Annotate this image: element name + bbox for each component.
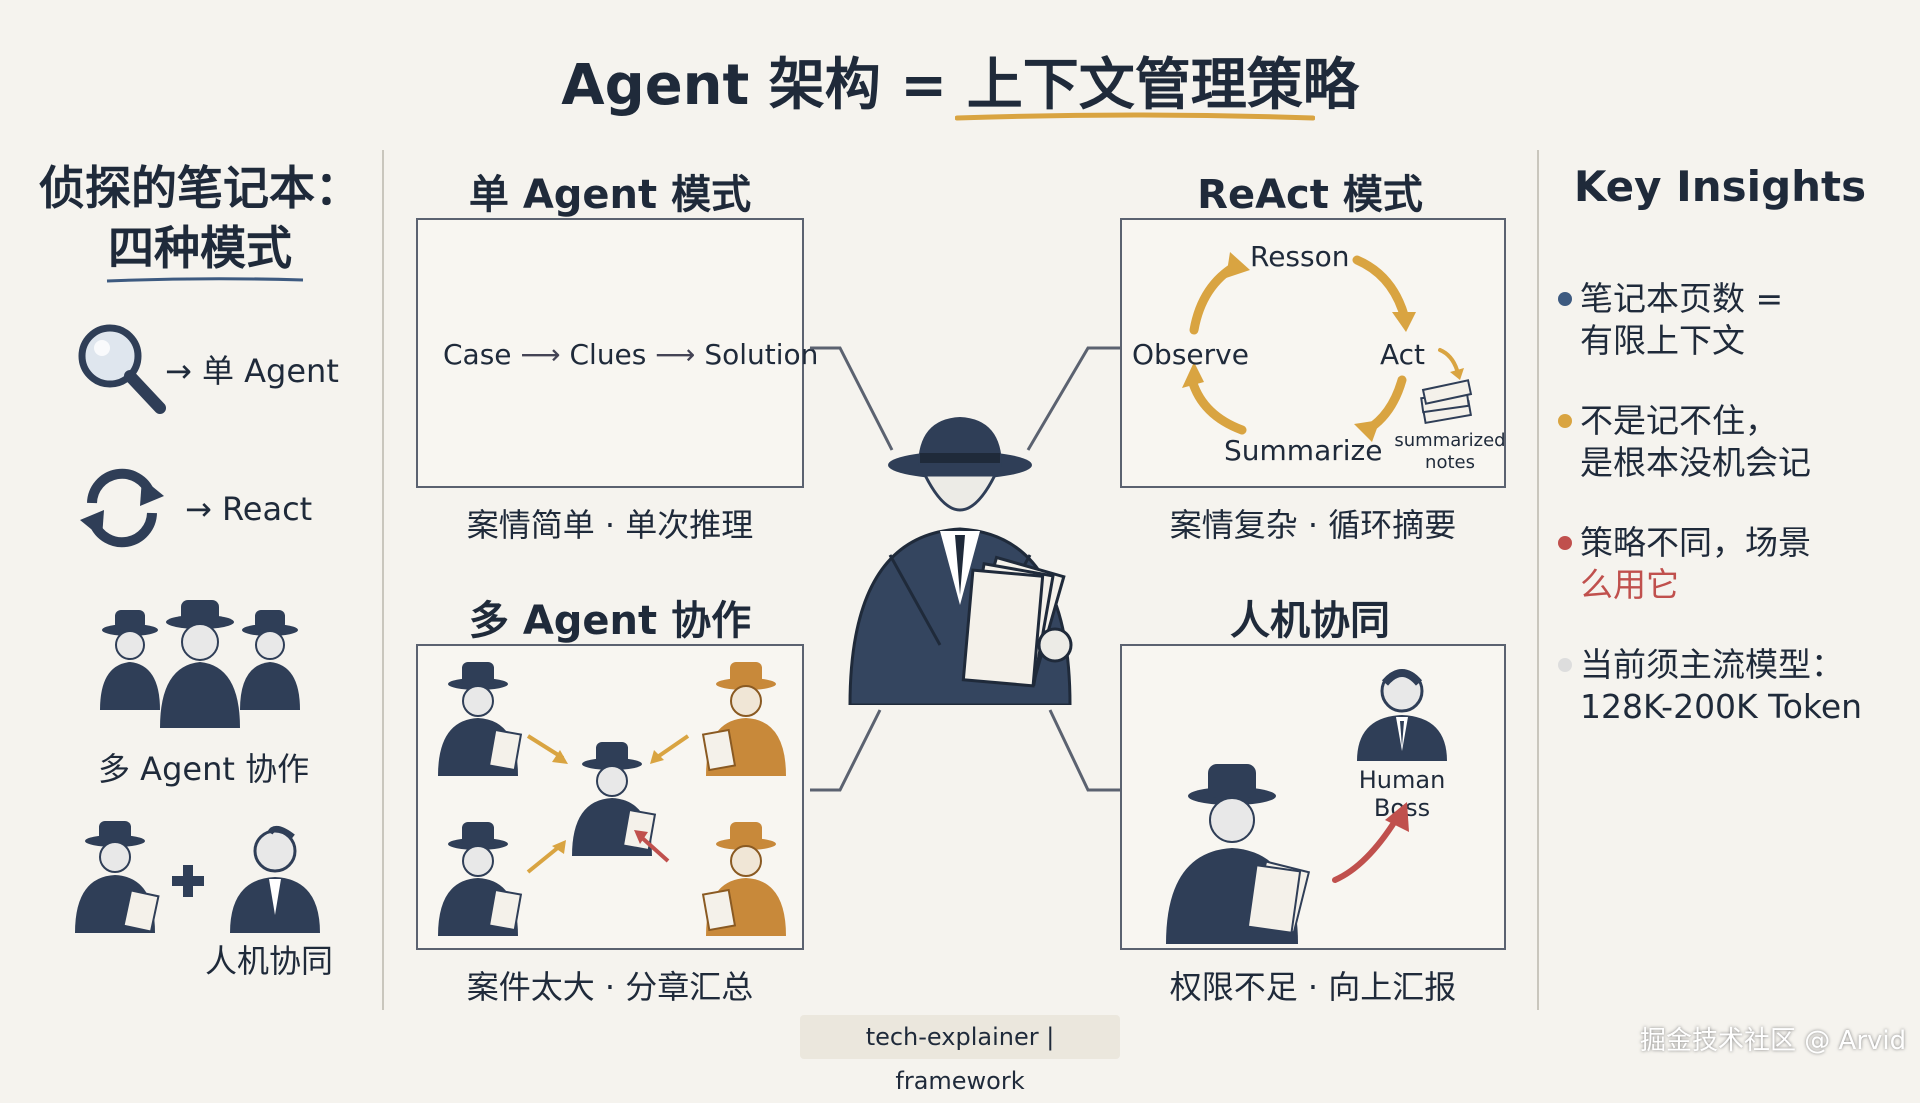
left-heading-underline bbox=[106, 277, 304, 283]
insights-title: Key Insights bbox=[1573, 162, 1867, 211]
arrow-right-icon: ⟶ bbox=[520, 338, 570, 371]
react-title: ReAct 模式 bbox=[1197, 172, 1423, 218]
react-notes-label: summarized notes bbox=[1392, 430, 1508, 474]
central-detective-icon bbox=[848, 417, 1073, 705]
insight-item: 笔记本页数 = 有限上下文 bbox=[1558, 278, 1910, 362]
insight-line1: 策略不同，场景 bbox=[1580, 523, 1811, 562]
cycle-icon bbox=[80, 468, 164, 548]
arrow-right-icon: ⟶ bbox=[655, 338, 705, 371]
insight-item: 当前须主流模型： 128K-200K Token bbox=[1558, 644, 1910, 728]
single-agent-caption: 案情简单 · 单次推理 bbox=[466, 506, 754, 544]
insight-line2: 128K-200K Token bbox=[1580, 687, 1863, 726]
insight-line2: 有限上下文 bbox=[1580, 321, 1745, 360]
page-title: Agent 架构 = 上下文管理策略 bbox=[561, 53, 1359, 118]
human-caption: 权限不足 · 向上汇报 bbox=[1169, 968, 1457, 1006]
single-agent-box: Case ⟶ Clues ⟶ Solution bbox=[416, 218, 818, 488]
left-heading-line2: 四种模式 bbox=[108, 221, 292, 275]
insight-line1: 不是记不住， bbox=[1580, 401, 1778, 440]
watermark: 掘金技术社区 @ Arvid bbox=[1640, 1026, 1907, 1056]
detective-plus-human-icon bbox=[75, 821, 320, 933]
insight-item: 策略不同，场景 么用它 bbox=[1558, 522, 1910, 606]
bullet-dot-icon bbox=[1558, 292, 1572, 306]
flow-solution: Solution bbox=[704, 338, 819, 371]
divider-left bbox=[382, 150, 384, 1010]
react-cycle-arrows bbox=[1182, 252, 1473, 442]
left-heading: 侦探的笔记本： 四种模式 bbox=[30, 158, 370, 278]
insight-item: 不是记不住， 是根本没机会记 bbox=[1558, 400, 1910, 484]
bullet-dot-icon bbox=[1558, 414, 1572, 428]
multi-agent-caption: 案件太大 · 分章汇总 bbox=[466, 968, 754, 1006]
magnifier-icon bbox=[78, 324, 166, 414]
bullet-dot-icon bbox=[1558, 536, 1572, 550]
notes-line1: summarized bbox=[1394, 430, 1506, 451]
left-heading-line1: 侦探的笔记本： bbox=[39, 161, 361, 215]
react-label-summarize: Summarize bbox=[1224, 434, 1383, 467]
left-item-react-label: → React bbox=[185, 490, 313, 528]
left-item-multi-label: 多 Agent 协作 bbox=[98, 750, 310, 788]
footer-tag: tech-explainer | framework bbox=[800, 1015, 1120, 1095]
flow-case: Case bbox=[443, 338, 512, 371]
multi-agent-title: 多 Agent 协作 bbox=[468, 598, 752, 644]
multi-agent-box bbox=[416, 644, 804, 950]
react-label-resson: Resson bbox=[1250, 240, 1350, 273]
divider-right bbox=[1537, 150, 1539, 1010]
human-title: 人机协同 bbox=[1230, 598, 1390, 644]
react-box: Resson Observe Act Summarize summarized … bbox=[1120, 218, 1506, 488]
multi-agent-illustration bbox=[438, 662, 786, 936]
left-item-single-label: → 单 Agent bbox=[165, 352, 339, 390]
flow-clues: Clues bbox=[569, 338, 647, 371]
react-label-observe: Observe bbox=[1132, 338, 1249, 371]
react-caption: 案情复杂 · 循环摘要 bbox=[1169, 506, 1457, 544]
bullet-dot-icon bbox=[1558, 658, 1572, 672]
insight-line1: 当前须主流模型： bbox=[1580, 645, 1844, 684]
human-box: Human Boss bbox=[1120, 644, 1506, 950]
single-agent-flow: Case ⟶ Clues ⟶ Solution bbox=[443, 338, 818, 371]
insight-line2: 么用它 bbox=[1580, 565, 1679, 604]
insight-line2: 是根本没机会记 bbox=[1580, 443, 1811, 482]
human-boss-icon bbox=[1357, 669, 1447, 761]
detective-group-icon bbox=[100, 600, 300, 728]
report-up-arrow-icon bbox=[1332, 802, 1409, 883]
react-label-act: Act bbox=[1380, 338, 1426, 371]
left-item-human-label: 人机协同 bbox=[205, 942, 334, 980]
detective-with-notes-icon bbox=[1166, 764, 1311, 944]
notes-line2: notes bbox=[1425, 452, 1475, 473]
connector-lines bbox=[810, 346, 1120, 792]
single-agent-title: 单 Agent 模式 bbox=[468, 172, 752, 218]
title-underline bbox=[955, 112, 1315, 121]
insight-line1: 笔记本页数 = bbox=[1580, 279, 1784, 318]
